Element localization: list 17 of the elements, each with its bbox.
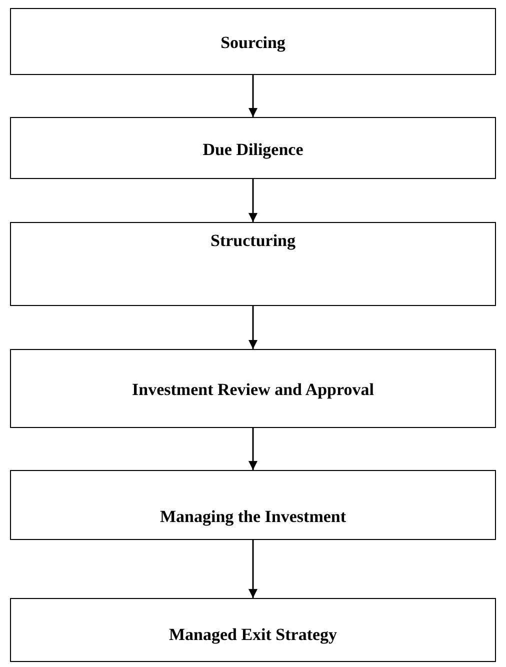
step-label: Due Diligence [202,140,304,160]
process-box [10,598,496,662]
step-label: Sourcing [220,33,286,53]
step-label: Managing the Investment [160,507,346,527]
arrow [248,428,258,470]
arrow [248,540,258,598]
arrow [248,75,258,117]
step-label: Investment Review and Approval [132,380,374,400]
process-box [10,470,496,540]
arrow [248,306,258,349]
process-box [10,117,496,179]
process-box [10,8,496,75]
step-label: Structuring [210,231,296,251]
arrow [248,179,258,222]
step-label: Managed Exit Strategy [168,625,338,645]
process-box [10,222,496,306]
process-box [10,349,496,428]
